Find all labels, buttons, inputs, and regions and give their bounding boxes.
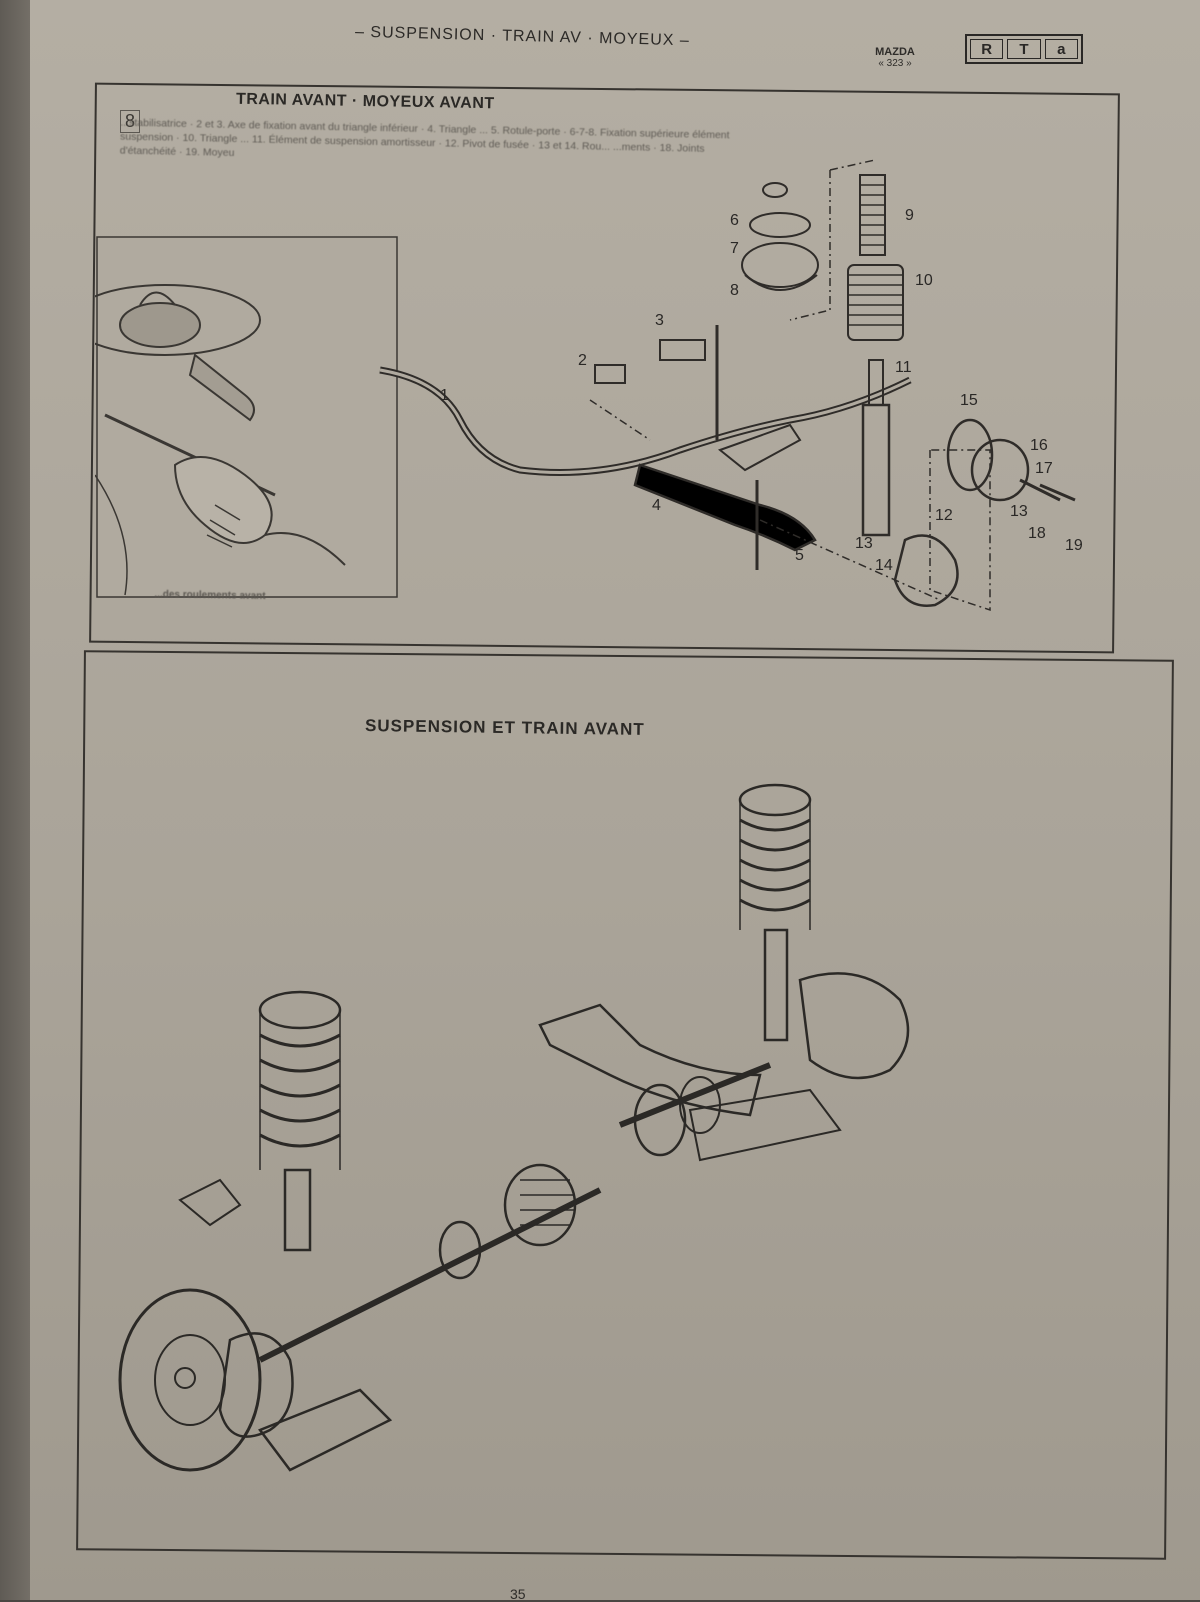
callout-12: 12 [935,507,953,524]
callout-11: 11 [895,359,912,376]
callout-18: 18 [1028,525,1046,542]
callout-17: 17 [1035,460,1053,477]
page-number: 35 [510,1586,526,1602]
assembly-illustration [118,783,910,1472]
callout-2: 2 [578,352,587,369]
rta-logo: R T a [965,34,1083,64]
callout-4: 4 [652,497,661,514]
callout-15: 15 [960,392,978,409]
callout-7: 7 [730,240,739,257]
callout-9: 9 [905,207,914,224]
callout-5: 5 [795,547,804,564]
right-strut-top [738,783,812,817]
left-strut-top [258,990,342,1030]
left-brake-disc [118,1288,262,1472]
callout-8: 8 [730,282,739,299]
logo-letter-3: a [1044,39,1078,59]
callout-3: 3 [655,312,664,329]
right-control-arm [538,1003,762,1117]
callout-13b: 13 [1010,503,1028,520]
callout-19: 19 [1065,537,1083,554]
figure-title: SUSPENSION ET TRAIN AVANT [364,716,645,739]
callout-16: 16 [1030,437,1048,454]
callout-14: 14 [875,557,893,574]
left-control-arm [258,1388,393,1472]
callout-13a: 13 [855,535,873,552]
brand-name: MAZDA [875,46,915,58]
callout-1: 1 [440,387,449,404]
logo-letter-1: R [970,39,1004,59]
left-driveshaft [258,1187,602,1363]
lower-control-arm [633,463,817,552]
model-name: « 323 » [878,58,912,69]
callout-6: 6 [730,212,739,229]
brand-block: MAZDA « 323 » [860,46,930,69]
logo-letter-2: T [1007,39,1041,59]
section-number: 8 [120,110,141,133]
photo-inset [95,236,398,598]
exploded-diagram: 1 2 3 4 5 6 7 8 9 10 11 12 13 13 14 15 1… [379,159,1083,612]
callout-10: 10 [915,272,933,289]
